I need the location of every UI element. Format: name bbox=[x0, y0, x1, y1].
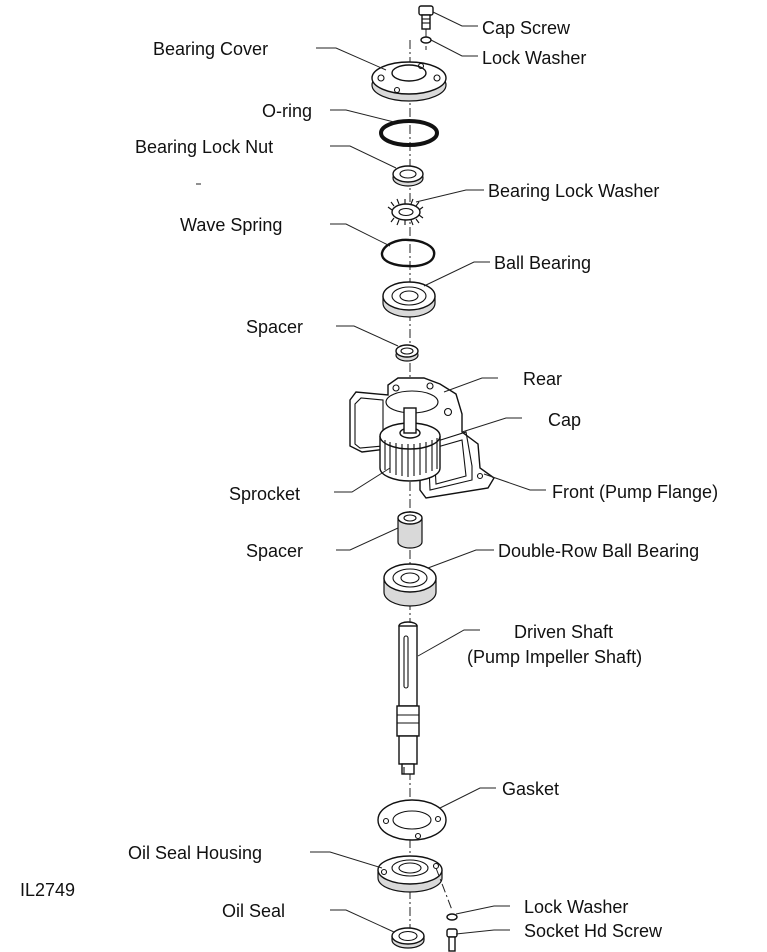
socket-hd-screw-leader bbox=[455, 929, 510, 935]
wave-spring-label: Wave Spring bbox=[180, 215, 282, 235]
wave-spring-part bbox=[380, 238, 436, 268]
bearing-lock-washer-leader bbox=[415, 189, 484, 203]
driven-shaft-part bbox=[396, 621, 420, 775]
cap-screw-leader bbox=[432, 11, 478, 27]
socket-hd-screw-label: Socket Hd Screw bbox=[524, 921, 663, 941]
lock-washer-top-part bbox=[420, 36, 432, 44]
driven-shaft-label-line2: (Pump Impeller Shaft) bbox=[467, 647, 642, 667]
spacer-upper-label: Spacer bbox=[246, 317, 303, 337]
oil-seal-housing-leader bbox=[310, 851, 383, 869]
wave-spring-leader bbox=[330, 223, 391, 247]
cap-screw-part bbox=[418, 5, 434, 30]
ball-bearing-leader bbox=[423, 261, 490, 287]
driven-shaft-leader bbox=[417, 629, 480, 657]
ball-bearing-label: Ball Bearing bbox=[494, 253, 591, 273]
lock-washer-bottom-label: Lock Washer bbox=[524, 897, 628, 917]
bearing-lock-washer-part bbox=[387, 198, 424, 226]
bearing-cover-label: Bearing Cover bbox=[153, 39, 268, 59]
spacer-lower-label: Spacer bbox=[246, 541, 303, 561]
ball-bearing-part bbox=[382, 281, 436, 318]
double-row-bearing-leader bbox=[427, 549, 494, 569]
lock-washer-bottom-part bbox=[446, 913, 458, 921]
rear-leader bbox=[443, 377, 498, 393]
cap-label: Cap bbox=[548, 410, 581, 430]
front-leader bbox=[483, 473, 546, 491]
cap-leader bbox=[461, 417, 522, 433]
figure-id-label: IL2749 bbox=[20, 880, 75, 900]
bearing-lock-nut-leader bbox=[330, 145, 397, 169]
oil-seal-housing-label: Oil Seal Housing bbox=[128, 843, 262, 863]
spacer-upper-leader bbox=[336, 325, 399, 347]
lock-washer-top-leader bbox=[430, 39, 478, 57]
oil-seal-part bbox=[391, 927, 425, 949]
o-ring-leader bbox=[330, 109, 395, 123]
oil-seal-housing-part bbox=[377, 855, 443, 893]
rear-label: Rear bbox=[523, 369, 562, 389]
gasket-part bbox=[377, 799, 447, 841]
spacer-upper-part bbox=[395, 344, 419, 362]
driven-shaft-label-line1: Driven Shaft bbox=[514, 622, 613, 642]
sprocket-leader bbox=[334, 467, 391, 493]
sprocket-part bbox=[379, 407, 441, 482]
spacer-lower-leader bbox=[336, 527, 399, 551]
bearing-cover-part bbox=[371, 61, 447, 102]
o-ring-part bbox=[379, 119, 439, 147]
spacer-lower-part bbox=[397, 511, 423, 549]
bearing-lock-nut-part bbox=[392, 165, 424, 187]
gasket-leader bbox=[439, 787, 496, 809]
front-label: Front (Pump Flange) bbox=[552, 482, 718, 502]
double-row-bearing-label: Double-Row Ball Bearing bbox=[498, 541, 699, 561]
bearing-lock-nut-label: Bearing Lock Nut bbox=[135, 137, 273, 157]
lock-washer-top-label: Lock Washer bbox=[482, 48, 586, 68]
gasket-label: Gasket bbox=[502, 779, 559, 799]
bottom-screw-axis-line bbox=[435, 867, 453, 911]
sprocket-label: Sprocket bbox=[229, 484, 300, 504]
oil-seal-leader bbox=[330, 909, 395, 933]
bearing-cover-leader bbox=[316, 47, 387, 71]
double-row-bearing-part bbox=[383, 563, 437, 607]
socket-head-screw-part bbox=[446, 928, 458, 952]
bearing-lock-washer-label: Bearing Lock Washer bbox=[488, 181, 659, 201]
lock-washer-bottom-leader bbox=[455, 905, 510, 915]
o-ring-label: O-ring bbox=[262, 101, 312, 121]
oil-seal-label: Oil Seal bbox=[222, 901, 285, 921]
cap-screw-label: Cap Screw bbox=[482, 18, 571, 38]
